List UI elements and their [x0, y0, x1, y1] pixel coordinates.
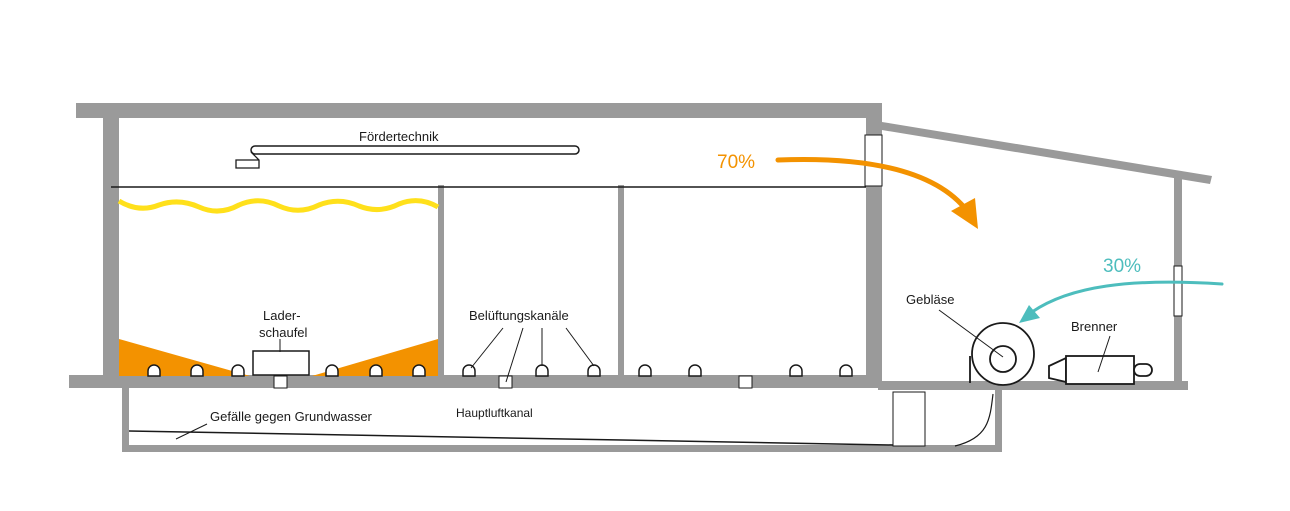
vent-duct	[638, 364, 652, 377]
blower	[969, 322, 1035, 386]
channel-slope-line	[128, 430, 894, 446]
vent-duct	[325, 364, 339, 377]
floor-openings	[273, 375, 753, 389]
hall-floor	[69, 375, 882, 388]
fresh-percent: 30%	[1103, 256, 1141, 277]
loader-label-line2: schaufel	[259, 325, 308, 340]
grain-surface-line	[117, 198, 440, 214]
ventilation-ducts	[147, 364, 853, 377]
main-air-channel-label: Hauptluftkanal	[456, 406, 533, 420]
partition-1	[438, 185, 444, 377]
recirculated-percent: 70%	[717, 152, 755, 173]
vent-duct	[147, 364, 161, 377]
grain-heap-left	[119, 339, 250, 376]
vent-duct	[369, 364, 383, 377]
vent-duct	[688, 364, 702, 377]
burner-label: Brenner	[1071, 319, 1118, 334]
vent-channel-leaders	[470, 327, 595, 383]
burner	[1048, 355, 1153, 385]
annex-floor	[878, 381, 1188, 390]
recirculation-opening	[864, 134, 883, 187]
building-walls	[69, 103, 1212, 452]
fresh-air-opening	[1173, 265, 1183, 317]
fresh-air-arrow	[1030, 280, 1224, 314]
left-wall	[103, 103, 119, 385]
recirculated-arrowhead	[951, 198, 978, 229]
channel-door	[892, 391, 926, 447]
floor-opening	[273, 375, 288, 389]
annex-roof	[882, 122, 1212, 184]
conveyor-scraper	[235, 151, 260, 169]
burner-nozzle	[1048, 356, 1067, 384]
hall-right-wall-upper	[866, 103, 882, 136]
roof	[76, 103, 882, 118]
recirculated-air-arrow	[775, 157, 971, 215]
channel-left-wall	[122, 388, 129, 452]
burner-label-leader	[1097, 335, 1111, 373]
vent-duct	[462, 364, 476, 377]
conveyor-rail	[250, 145, 580, 155]
floor-opening	[738, 375, 753, 389]
burner-body	[1065, 355, 1135, 385]
fresh-arrowhead	[1019, 305, 1040, 323]
vent-duct	[839, 364, 853, 377]
grain-heap-right	[312, 339, 438, 376]
vent-duct	[587, 364, 601, 377]
vent-channels-label: Belüftungskanäle	[469, 308, 569, 323]
vent-duct	[190, 364, 204, 377]
hall-right-wall-lower	[866, 186, 882, 386]
vent-duct	[231, 364, 245, 377]
conveyor-label: Fördertechnik	[359, 129, 439, 144]
blower-label-leader	[938, 309, 1004, 358]
channel-curve	[954, 393, 994, 447]
floor-opening	[498, 375, 513, 389]
blower-label: Gebläse	[906, 292, 954, 307]
burner-cap	[1133, 363, 1153, 377]
slope-label: Gefälle gegen Grundwasser	[210, 409, 373, 424]
vent-duct	[789, 364, 803, 377]
vent-duct	[412, 364, 426, 377]
vent-duct	[535, 364, 549, 377]
channel-bottom	[122, 445, 1002, 452]
loader-bucket	[252, 350, 310, 376]
loader-label-line1: Lader-	[263, 308, 301, 323]
channel-right-wall	[995, 388, 1002, 452]
partition-2	[618, 185, 624, 377]
slope-label-leader	[175, 423, 208, 440]
